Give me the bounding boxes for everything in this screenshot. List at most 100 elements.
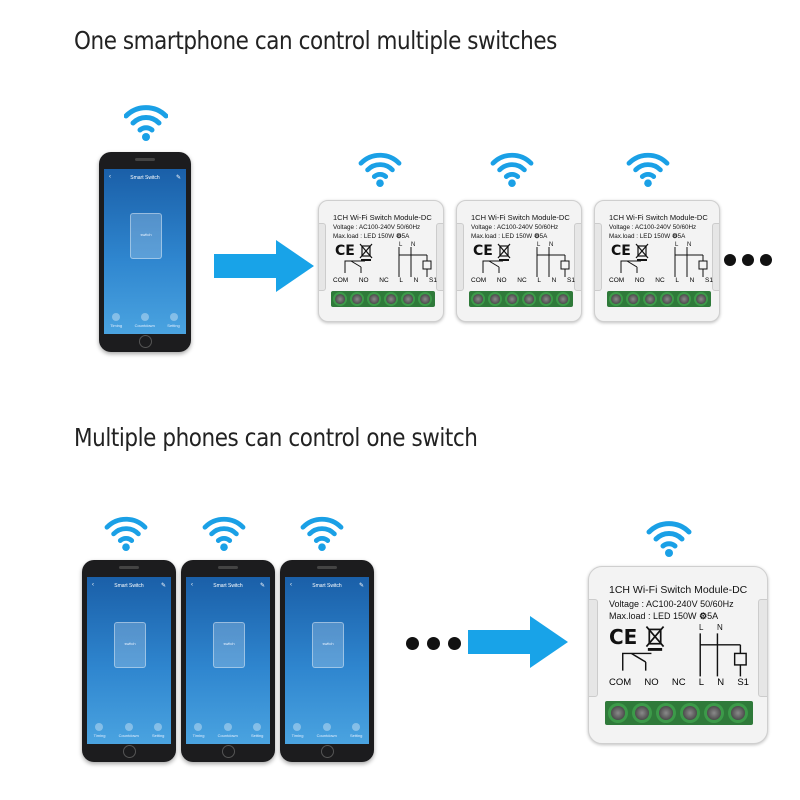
wiring-diagram: [482, 247, 570, 277]
tab-countdown: Countdown: [317, 723, 337, 738]
app-title: Smart Switch: [213, 583, 243, 589]
module-voltage: Voltage : AC100-240V 50/60Hz: [609, 599, 734, 609]
switch-module: 1CH Wi-Fi Switch Module-DC Voltage : AC1…: [318, 200, 444, 322]
smartphone: ‹ Smart Switch ✎ switch Timing Countdown…: [181, 560, 275, 762]
tab-setting: Setting: [350, 723, 362, 738]
tab-timing: Timing: [193, 723, 204, 738]
module-title: 1CH Wi-Fi Switch Module-DC: [471, 213, 570, 222]
home-button: [139, 335, 152, 348]
heading-one-phone-multiple-switches: One smartphone can control multiple swit…: [74, 26, 557, 55]
wiring-label-n: N: [687, 242, 692, 248]
wiring-label-n: N: [549, 242, 554, 248]
module-maxload: Max.load : LED 150W ⚙5A: [609, 233, 686, 240]
app-tab-bar: Timing Countdown Setting: [186, 723, 270, 738]
weee-bin-icon: [359, 243, 373, 261]
module-title: 1CH Wi-Fi Switch Module-DC: [609, 584, 748, 596]
arrow-right-icon: [468, 616, 568, 668]
wiring-label-l: L: [537, 242, 541, 248]
switch-label: switch: [140, 232, 152, 237]
tab-countdown: Countdown: [218, 723, 238, 738]
wifi-icon: [104, 516, 148, 552]
ce-mark: CE: [335, 243, 355, 259]
app-tab-bar: Timing Countdown Setting: [104, 313, 186, 328]
back-icon: ‹: [191, 582, 193, 588]
wiring-label-l: L: [399, 242, 403, 248]
ce-mark: CE: [609, 625, 638, 649]
tab-setting: Setting: [251, 723, 263, 738]
wifi-icon: [124, 105, 168, 141]
tab-setting: Setting: [152, 723, 164, 738]
phone-screen: ‹ Smart Switch ✎ switch Timing Countdown…: [186, 577, 270, 744]
module-voltage: Voltage : AC100-240V 50/60Hz: [471, 224, 559, 231]
virtual-switch: switch: [213, 621, 245, 668]
terminal-block: [607, 291, 711, 307]
edit-icon: ✎: [160, 583, 166, 589]
ce-mark: CE: [473, 243, 493, 259]
wifi-icon: [358, 152, 402, 188]
terminal-block: [469, 291, 573, 307]
tab-timing: Timing: [94, 723, 105, 738]
back-icon: ‹: [92, 582, 94, 588]
module-voltage: Voltage : AC100-240V 50/60Hz: [333, 224, 421, 231]
wiring-diagram: [622, 633, 747, 677]
tab-timing: Timing: [110, 313, 122, 328]
module-maxload: Max.load : LED 150W ⚙5A: [609, 611, 719, 621]
virtual-switch: switch: [130, 213, 162, 259]
ellipsis-icon: [724, 254, 772, 266]
terminal-block: [605, 701, 753, 725]
weee-bin-icon: [645, 626, 665, 651]
arrow-right-icon: [214, 240, 314, 292]
virtual-switch: switch: [114, 621, 146, 668]
wifi-icon: [646, 521, 692, 557]
tab-countdown: Countdown: [135, 313, 155, 328]
smartphone: ‹ Smart Switch ✎ switch Timing Countdown…: [99, 152, 191, 352]
switch-module-large: 1CH Wi-Fi Switch Module-DC Voltage : AC1…: [588, 566, 768, 744]
ce-mark: CE: [611, 243, 631, 259]
tab-countdown: Countdown: [119, 723, 139, 738]
wiring-label-n: N: [411, 242, 416, 248]
back-icon: ‹: [109, 174, 111, 180]
edit-icon: ✎: [358, 583, 364, 589]
app-title: Smart Switch: [114, 583, 144, 589]
edit-icon: ✎: [175, 175, 181, 181]
module-title: 1CH Wi-Fi Switch Module-DC: [333, 213, 432, 222]
module-maxload: Max.load : LED 150W ⚙5A: [471, 233, 548, 240]
smartphone: ‹ Smart Switch ✎ switch Timing Countdown…: [280, 560, 374, 762]
module-maxload: Max.load : LED 150W ⚙5A: [333, 233, 410, 240]
back-icon: ‹: [290, 582, 292, 588]
virtual-switch: switch: [312, 621, 344, 668]
wiring-label-l: L: [699, 623, 704, 632]
module-title: 1CH Wi-Fi Switch Module-DC: [609, 213, 708, 222]
wiring-label-n: N: [717, 623, 723, 632]
phone-screen: ‹ Smart Switch ✎ switch Timing Countdown…: [104, 169, 186, 334]
app-tab-bar: Timing Countdown Setting: [285, 723, 369, 738]
app-title: Smart Switch: [130, 175, 160, 181]
wiring-label-l: L: [675, 242, 679, 248]
app-title: Smart Switch: [312, 583, 342, 589]
heading-multiple-phones-one-switch: Multiple phones can control one switch: [74, 423, 478, 452]
module-voltage: Voltage : AC100-240V 50/60Hz: [609, 224, 697, 231]
phone-speaker: [135, 158, 155, 161]
wifi-icon: [300, 516, 344, 552]
smartphone: ‹ Smart Switch ✎ switch Timing Countdown…: [82, 560, 176, 762]
terminal-block: [331, 291, 435, 307]
edit-icon: ✎: [259, 583, 265, 589]
tab-timing: Timing: [292, 723, 303, 738]
ellipsis-icon: [406, 637, 461, 650]
phone-screen: ‹ Smart Switch ✎ switch Timing Countdown…: [87, 577, 171, 744]
switch-module: 1CH Wi-Fi Switch Module-DC Voltage : AC1…: [456, 200, 582, 322]
tab-setting: Setting: [167, 313, 180, 328]
wifi-icon: [626, 152, 670, 188]
weee-bin-icon: [635, 243, 649, 261]
switch-module: 1CH Wi-Fi Switch Module-DC Voltage : AC1…: [594, 200, 720, 322]
wifi-icon: [490, 152, 534, 188]
wiring-diagram: [344, 247, 432, 277]
weee-bin-icon: [497, 243, 511, 261]
wifi-icon: [202, 516, 246, 552]
app-tab-bar: Timing Countdown Setting: [87, 723, 171, 738]
wiring-diagram: [620, 247, 708, 277]
